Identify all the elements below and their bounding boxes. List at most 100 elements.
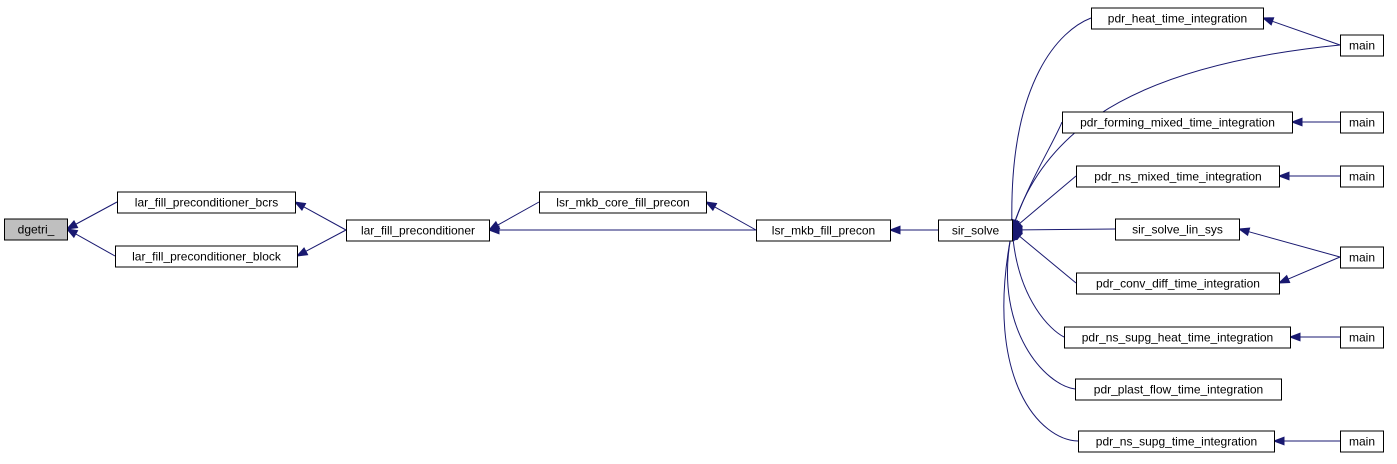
node-nsmixed[interactable]: pdr_ns_mixed_time_integration <box>1076 165 1280 188</box>
arrowhead <box>1237 227 1251 237</box>
node-box <box>1340 246 1384 269</box>
node-label: main <box>1349 170 1375 184</box>
node-box <box>1340 34 1384 57</box>
node-box <box>938 219 1013 242</box>
node-box <box>117 191 296 214</box>
node-linsys[interactable]: sir_solve_lin_sys <box>1115 218 1240 241</box>
edge-line <box>75 201 118 225</box>
node-main4[interactable]: main <box>1340 246 1384 269</box>
node-label: pdr_plast_flow_time_integration <box>1094 383 1263 397</box>
edge-line <box>1014 121 1063 221</box>
edge-line <box>1014 44 1341 221</box>
node-label: pdr_forming_mixed_time_integration <box>1080 116 1275 130</box>
node-box <box>1078 430 1275 453</box>
edge-line <box>1288 256 1341 280</box>
edge-block-to-dgetri <box>65 228 116 257</box>
node-conv[interactable]: pdr_conv_diff_time_integration <box>1076 272 1280 295</box>
arrowhead <box>295 247 309 257</box>
edge-line <box>497 201 540 226</box>
node-box <box>1340 165 1384 188</box>
node-lmfp[interactable]: lsr_mkb_fill_precon <box>756 219 891 242</box>
edge-line <box>1248 231 1341 258</box>
node-box <box>4 218 68 241</box>
node-main6[interactable]: main <box>1340 430 1384 453</box>
node-main1[interactable]: main <box>1340 34 1384 57</box>
node-block[interactable]: lar_fill_preconditioner_block <box>115 245 298 268</box>
node-box <box>115 245 298 268</box>
node-label: main <box>1349 435 1375 449</box>
arrowhead <box>1272 436 1285 446</box>
node-label: dgetri_ <box>18 223 55 237</box>
edge-line <box>1019 175 1077 224</box>
edge-core-to-lfp <box>487 201 540 231</box>
edge-line <box>1006 239 1076 390</box>
node-label: main <box>1349 331 1375 345</box>
node-main5[interactable]: main <box>1340 326 1384 349</box>
node-label: lar_fill_preconditioner_block <box>132 250 282 264</box>
node-forming[interactable]: pdr_forming_mixed_time_integration <box>1062 111 1293 134</box>
edge-linsys-to-sir <box>1010 225 1116 235</box>
edge-main4-to-linsys <box>1237 227 1341 258</box>
node-bcrs[interactable]: lar_fill_preconditioner_bcrs <box>117 191 296 214</box>
node-box <box>1340 326 1384 349</box>
edge-lmfp-to-core <box>704 201 757 231</box>
node-label: lsr_mkb_fill_precon <box>772 224 875 238</box>
node-main3[interactable]: main <box>1340 165 1384 188</box>
node-label: lar_fill_preconditioner <box>361 224 475 238</box>
arrowhead <box>1277 171 1290 181</box>
node-label: pdr_ns_supg_heat_time_integration <box>1082 331 1273 345</box>
node-lfp[interactable]: lar_fill_preconditioner <box>346 219 490 242</box>
edge-conv-to-sir <box>1010 229 1077 284</box>
edge-lfp-to-bcrs <box>293 201 347 231</box>
node-main2[interactable]: main <box>1340 111 1384 134</box>
node-core[interactable]: lsr_mkb_core_fill_precon <box>539 191 707 214</box>
node-box <box>1076 165 1280 188</box>
node-label: pdr_conv_diff_time_integration <box>1096 277 1260 291</box>
node-label: main <box>1349 39 1375 53</box>
edge-line <box>714 206 757 231</box>
node-label: pdr_ns_mixed_time_integration <box>1094 170 1261 184</box>
node-label: sir_solve_lin_sys <box>1132 223 1223 237</box>
node-heat[interactable]: pdr_heat_time_integration <box>1091 7 1264 30</box>
arrowhead <box>487 225 500 235</box>
node-box <box>1340 111 1384 134</box>
edge-line <box>1012 239 1065 338</box>
node-dgetri[interactable]: dgetri_ <box>4 218 68 241</box>
node-box <box>346 219 490 242</box>
node-nsheat[interactable]: pdr_ns_supg_heat_time_integration <box>1064 326 1291 349</box>
edge-line <box>1021 228 1116 231</box>
node-box <box>1115 218 1240 241</box>
edge-lmfp-to-lfp <box>487 225 756 235</box>
node-label: lar_fill_preconditioner_bcrs <box>135 196 278 210</box>
edge-line <box>1019 235 1077 284</box>
arrowhead <box>1288 332 1301 342</box>
edge-main1-to-sir <box>1011 44 1341 232</box>
edges-layer <box>65 17 1341 446</box>
arrowhead <box>1290 117 1303 127</box>
node-plast[interactable]: pdr_plast_flow_time_integration <box>1075 378 1282 401</box>
arrowhead <box>65 220 79 230</box>
arrowhead <box>1261 17 1275 26</box>
edge-nsmixed-to-sir <box>1010 175 1077 231</box>
node-box <box>1091 7 1264 30</box>
edge-main4-to-conv <box>1277 256 1341 284</box>
arrowhead <box>704 201 718 212</box>
node-nssupg[interactable]: pdr_ns_supg_time_integration <box>1078 430 1275 453</box>
node-label: main <box>1349 251 1375 265</box>
edge-lfp-to-block <box>295 229 347 257</box>
arrowhead <box>293 201 307 212</box>
node-box <box>756 219 891 242</box>
arrowhead <box>1277 274 1291 284</box>
edge-sir-to-lmfp <box>888 225 938 235</box>
nodes-layer: dgetri_ lar_fill_preconditioner_bcrs lar_f… <box>4 7 1384 453</box>
node-box <box>1062 111 1293 134</box>
edge-main3-to-nsmixed <box>1277 171 1340 181</box>
edge-main5-to-nsheat <box>1288 332 1340 342</box>
node-box <box>1075 378 1282 401</box>
edge-main6-to-nssupg <box>1272 436 1340 446</box>
edge-line <box>303 206 347 231</box>
edge-line <box>75 233 116 257</box>
edge-line <box>305 229 347 252</box>
node-sir[interactable]: sir_solve <box>938 219 1013 242</box>
